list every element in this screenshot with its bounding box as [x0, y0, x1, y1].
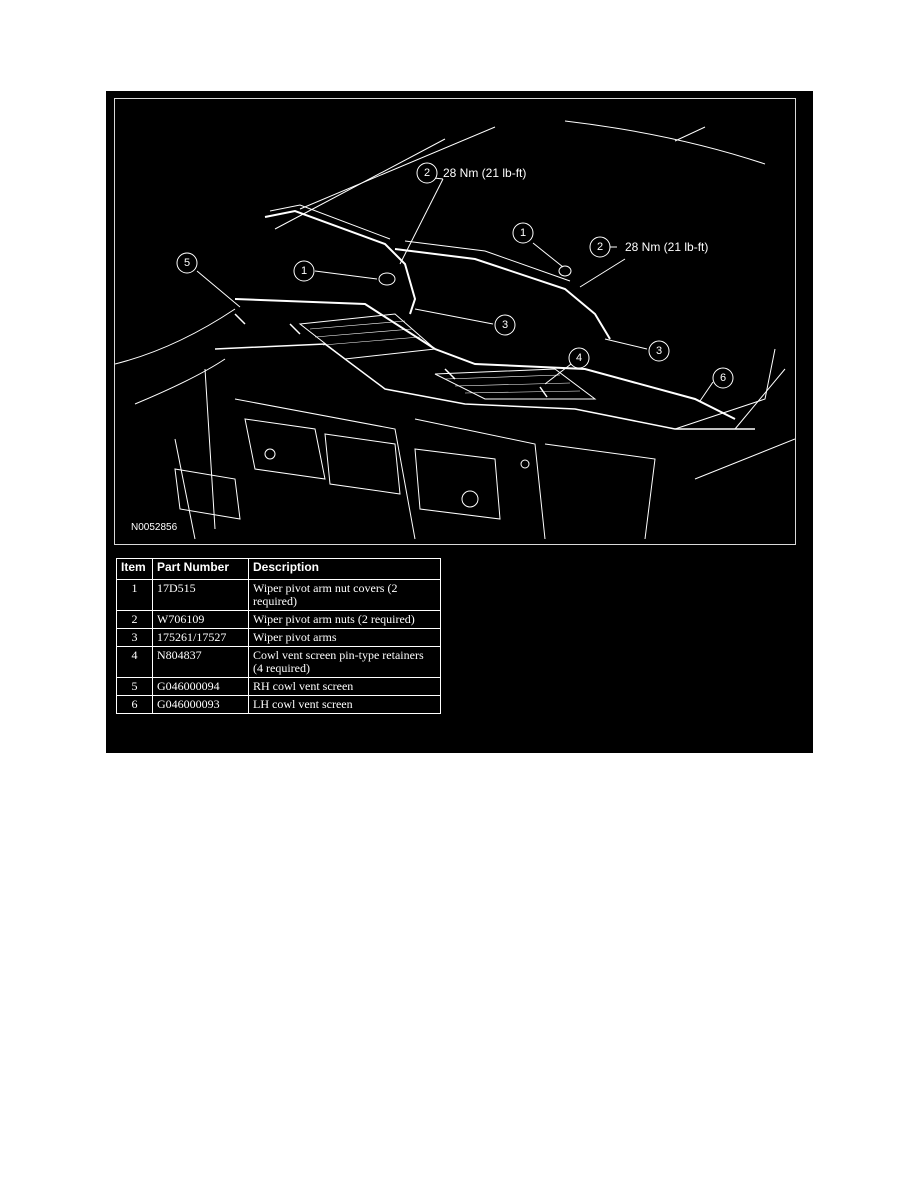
fender-edge [694, 438, 795, 480]
hood-edge-line [134, 358, 226, 405]
header-part-number: Part Number [152, 558, 249, 580]
callout-number: 4 [576, 352, 582, 364]
firewall-line [234, 398, 416, 540]
callout-2-right-leader [579, 258, 626, 288]
body-grommet [520, 459, 530, 469]
table-row: 3 175261/17527 Wiper pivot arms [116, 628, 441, 647]
callout-circle-5 [176, 252, 198, 274]
callout-number: 2 [597, 241, 603, 253]
item-cell: 6 [116, 695, 153, 714]
callout-circle-2-right [589, 236, 611, 258]
callout-circle-6 [712, 367, 734, 389]
part-number-cell: W706109 [152, 610, 249, 629]
description-cell: Cowl vent screen pin-type retainers (4 r… [248, 646, 441, 678]
callout-torque-label: 28 Nm (21 lb-ft) [625, 240, 708, 254]
firewall-panel [324, 433, 401, 495]
callout-torque-label: 28 Nm (21 lb-ft) [443, 166, 526, 180]
callout-6-leader [699, 381, 714, 402]
windshield-mark [674, 126, 706, 142]
body-grommet [461, 490, 479, 508]
table-row: 4 N804837 Cowl vent screen pin-type reta… [116, 646, 441, 678]
wiper-cowl-illustration: 2 28 Nm (21 lb-ft) 1 1 2 28 Nm (21 lb-ft… [114, 98, 796, 545]
header-description: Description [248, 558, 441, 580]
illustration-drawing: 2 28 Nm (21 lb-ft) 1 1 2 28 Nm (21 lb-ft… [115, 120, 795, 540]
callout-circle-1-left [293, 260, 315, 282]
item-cell: 2 [116, 610, 153, 629]
cowl-screen-top-edge [234, 298, 736, 420]
callout-number: 6 [720, 372, 726, 384]
fender-edge [674, 348, 776, 430]
parts-table: Item Part Number Description 1 17D515 Wi… [116, 558, 441, 714]
windshield-top-edge [564, 120, 766, 165]
header-item: Item [116, 558, 153, 580]
callout-circle-3-left [494, 314, 516, 336]
windshield-edge-line [274, 138, 446, 230]
fender-edge [734, 368, 786, 430]
item-cell: 1 [116, 579, 153, 611]
item-cell: 3 [116, 628, 153, 647]
part-number-cell: G046000094 [152, 677, 249, 696]
callout-1-left-leader [314, 270, 378, 280]
callout-number: 1 [520, 227, 526, 239]
part-number-cell: N804837 [152, 646, 249, 678]
table-row: 6 G046000093 LH cowl vent screen [116, 695, 441, 714]
strut-tower [174, 468, 241, 520]
table-row: 1 17D515 Wiper pivot arm nut covers (2 r… [116, 579, 441, 611]
callout-number: 1 [301, 265, 307, 277]
callout-number: 3 [502, 319, 508, 331]
callout-number: 2 [424, 167, 430, 179]
cowl-retainer-pins [234, 313, 548, 398]
item-cell: 4 [116, 646, 153, 678]
body-panel-line [174, 438, 196, 540]
description-cell: LH cowl vent screen [248, 695, 441, 714]
callout-number: 3 [656, 345, 662, 357]
cowl-vent-grille-lh [434, 368, 597, 400]
callout-circle-2-left [416, 162, 438, 184]
wiper-arm-left-edge [269, 204, 391, 240]
firewall-line [544, 443, 656, 540]
table-row: 5 G046000094 RH cowl vent screen [116, 677, 441, 696]
firewall-panel [414, 448, 501, 520]
callout-1-right-leader [532, 242, 564, 268]
windshield-edge-line [299, 126, 496, 210]
callout-5-leader [196, 270, 241, 308]
firewall-line [414, 418, 546, 540]
description-cell: Wiper pivot arms [248, 628, 441, 647]
parts-table-header-row: Item Part Number Description [116, 558, 441, 580]
body-panel-line [204, 368, 216, 530]
hood-edge-line [115, 308, 236, 365]
description-cell: Wiper pivot arm nuts (2 required) [248, 610, 441, 629]
part-number-cell: G046000093 [152, 695, 249, 714]
description-cell: Wiper pivot arm nut covers (2 required) [248, 579, 441, 611]
firewall-panel [244, 418, 326, 480]
wiper-arm-left [264, 209, 417, 315]
callout-3-right-leader [604, 338, 648, 350]
callout-circle-1-right [512, 222, 534, 244]
description-cell: RH cowl vent screen [248, 677, 441, 696]
pivot-nut-cover-left [378, 272, 396, 286]
callout-circle-3-right [648, 340, 670, 362]
table-row: 2 W706109 Wiper pivot arm nuts (2 requir… [116, 610, 441, 629]
wiper-arm-right-edge [404, 240, 571, 282]
callout-2-left-leader [399, 178, 444, 265]
cowl-screen-front-edge [214, 343, 755, 430]
callout-4-leader [544, 360, 576, 385]
callout-3-left-leader [414, 308, 494, 325]
part-number-cell: 17D515 [152, 579, 249, 611]
callout-number: 5 [184, 257, 190, 269]
wiper-arm-right [394, 248, 611, 340]
item-cell: 5 [116, 677, 153, 696]
cowl-vent-grille-rh [298, 313, 437, 360]
pivot-nut-cover-right [558, 265, 572, 277]
part-number-cell: 175261/17527 [152, 628, 249, 647]
figure-id-label: N0052856 [131, 522, 178, 533]
callout-circle-4 [568, 347, 590, 369]
body-grommet [264, 448, 276, 460]
